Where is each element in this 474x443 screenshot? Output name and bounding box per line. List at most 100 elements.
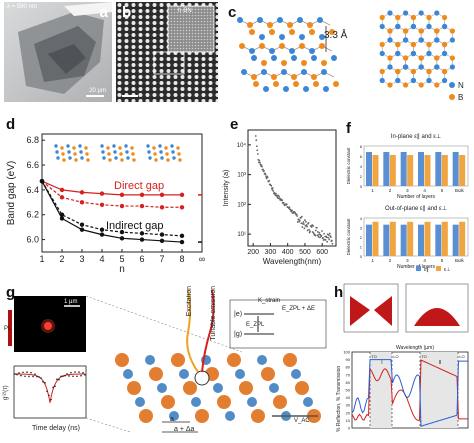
bar [459,155,466,186]
inset-atom [124,144,128,148]
nitrogen-atom [434,64,440,70]
inset-atom [172,156,176,160]
g2-point [28,375,30,378]
spectrum-point [299,216,302,219]
inset-atom [101,150,105,154]
g-state-label: |g⟩ [234,331,243,338]
nitrogen-atom [237,17,243,23]
nitrogen-atom [169,411,179,421]
nitrogen-atom [263,86,269,92]
y-tick-label: 4 [360,164,363,169]
bar [400,152,407,186]
inset-atom [68,156,72,160]
boron-atom [127,381,141,395]
spectrum-point [315,226,318,229]
spectrum-point [295,213,298,216]
nitrogen-atom [145,355,155,365]
x-tick-label: 5 [441,188,444,193]
nitrogen-atom [269,383,279,393]
boron-atom [410,14,417,21]
g2-point [74,371,76,373]
boron-atom [410,41,417,48]
boron-atom [333,81,339,87]
boron-atom [295,381,309,395]
y-tick-label: 60 [346,380,351,385]
bar [418,152,424,186]
bar [389,155,396,186]
data-point [99,227,105,232]
hyperboloid-ii [414,308,460,326]
bar [366,152,372,186]
legend-b-label: B [458,93,464,102]
nitrogen-atom [247,397,257,407]
boron-atom [449,55,455,61]
panel-b: h-BN b [116,2,218,102]
inset-atom [132,158,136,162]
g2-point [84,374,86,376]
nitrogen-atom [331,55,337,61]
boron-atom [441,41,448,48]
spectrum-point [321,230,323,232]
spectrum-point [288,206,291,209]
nitrogen-atom [395,77,401,84]
boron-atom [251,74,257,80]
y-tick-label: 3 [360,226,363,231]
nitrogen-atom [281,69,287,75]
inset-atom [119,152,123,156]
y-tick-label: 6.0 [26,235,39,245]
boron-atom [329,29,335,35]
x-tick-label: 2 [59,254,64,264]
time-delay-label: Time delay (ns) [32,425,80,432]
y-tick-label: 1 [360,245,363,250]
nitrogen-atom [277,17,283,23]
y-tick-label: 0 [348,426,351,431]
boron-atom [273,395,287,409]
x-tick-label: 2 [389,188,392,193]
plot-frame [247,129,337,247]
nitrogen-atom [271,55,277,61]
nitrogen-atom [323,86,329,92]
spectrum-point [272,190,275,192]
direct-gap-label: Direct gap [114,180,165,192]
x-axis-label: Wavelength(nm) [263,257,322,266]
data-point [119,203,125,209]
inset-atom [165,152,169,156]
y-tick-label: 10³ [237,173,246,179]
spectrum-point [261,165,263,168]
nitrogen-atom [135,397,145,407]
spectrum-point [329,236,332,239]
transmission-curve [351,359,468,427]
inset-atom [113,150,117,154]
g2-point [14,373,16,375]
y-tick-label: 10² [237,202,246,208]
inset-atom [61,152,65,156]
boron-atom [387,82,393,88]
inset-atom [176,146,180,150]
x-tick-label: 7 [159,254,164,264]
boron-atom [418,82,424,88]
spectrum-point [278,195,280,198]
data-point [59,187,65,193]
g2-point [60,375,62,378]
g2-point [32,375,34,378]
boron-atom [239,43,245,49]
nitrogen-atom [235,369,245,379]
g2-point [78,371,80,373]
inset-atom [130,146,134,150]
panel-label-c: c [228,4,237,21]
g2-point [16,373,18,376]
nitrogen-atom [387,64,393,70]
y-tick-label: 6.2 [26,210,39,220]
y-tick-label: 70 [346,372,351,377]
spectrum-point [310,226,313,228]
inset-atom [100,144,104,148]
boron-atom [410,68,417,75]
spectrum-point [270,184,273,187]
spectrum-point [323,232,325,235]
g2-point [30,371,32,374]
boron-atom [267,22,273,28]
boron-atom [379,41,385,48]
